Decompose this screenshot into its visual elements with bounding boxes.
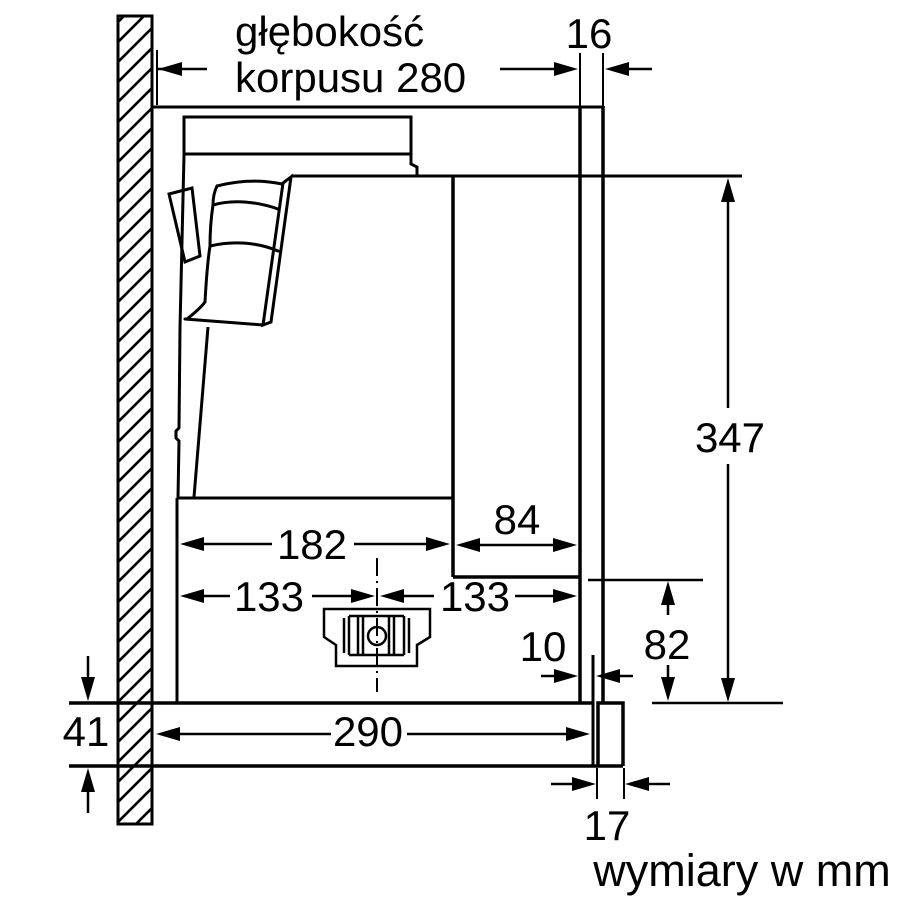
body-rear-edge [174,154,186,499]
arrow-up-icon [661,581,675,605]
arrow-up-icon [721,178,735,202]
dim-label-panel-offset: 10 [520,623,567,670]
arrow-left-icon [156,727,180,741]
flap-leaf-1 [215,179,284,188]
arrow-right-icon [553,538,577,552]
hood-body [152,53,742,703]
bottom-bar [69,578,783,768]
arrow-left-icon [625,777,649,791]
dim-label-bar-height: 41 [63,708,110,755]
dim-total-height: 347 [695,178,765,702]
dim-label-inner-width: 182 [277,521,347,568]
units-note: wymiary w mm [592,845,890,896]
wall-hatched-strip [116,14,154,826]
dim-label-body-depth-2: korpusu 280 [235,54,466,101]
dim-label-panel-thickness: 16 [566,10,613,57]
arrow-left-icon [456,538,480,552]
bracket-outline [322,607,432,668]
arrow-right-icon [351,589,375,603]
dim-inner-width: 182 [180,521,450,568]
arrow-left-icon [180,589,204,603]
arrow-right-icon [566,727,590,741]
dim-center-left: 133 [180,573,375,620]
duct-notch [409,154,419,176]
dim-label-center-left: 133 [234,573,304,620]
dim-bar-height: 41 [63,656,110,813]
arrow-left-icon [596,669,620,683]
arrow-left-icon [605,62,629,76]
front-strip [596,701,625,766]
flap-left-edge-3 [185,244,212,321]
dim-body-depth: głębokość korpusu 280 [156,8,578,105]
mounting-bracket [322,558,432,692]
dim-center-right: 133 [380,573,577,620]
wall-section [116,14,154,826]
arrow-up-icon [81,768,95,792]
arrow-left-icon [380,589,404,603]
arrow-right-icon [554,669,578,683]
top-duct-box [182,115,413,156]
dim-panel-thickness: 16 [566,10,652,76]
panel-extension-lines [579,53,604,106]
roller-caps [342,616,411,655]
flap-arm [167,186,202,265]
arrow-right-icon [426,537,450,551]
flap-front-panel [261,173,293,328]
arrow-down-icon [661,677,675,701]
dim-label-bar-width: 290 [333,708,403,755]
arrow-down-icon [81,677,95,701]
arrow-right-icon [572,777,596,791]
roller-ribs [356,616,396,655]
dim-label-total-height: 347 [695,414,765,461]
flap-left-edge-1 [211,184,219,207]
arrow-right-icon [554,62,578,76]
dim-panel-offset: 10 [520,623,633,683]
arrow-down-icon [721,678,735,702]
flap-leaf-3 [208,241,280,253]
dim-bar-width: 290 [156,708,590,755]
arrow-left-icon [158,62,182,76]
flap-left-edge-2 [208,203,215,248]
dim-label-strip-depth: 17 [584,802,631,849]
flap-leaf-2 [211,200,280,211]
arrow-right-icon [553,589,577,603]
dim-label-center-right: 133 [440,573,510,620]
flap-bottom-edge [183,317,265,327]
dim-rear-depth: 84 [456,496,577,552]
dimensions: głębokość korpusu 280 16 347 82 84 [63,8,765,849]
pullout-flap [167,173,293,328]
dim-label-rear-depth: 84 [494,496,541,543]
dim-label-lower-section-height: 82 [644,621,691,668]
dim-strip-depth: 17 [551,768,670,849]
dim-lower-section-height: 82 [644,581,691,701]
body-inner-slant [192,326,210,498]
arrow-left-icon [180,537,204,551]
dim-label-body-depth-1: głębokość [235,8,424,55]
